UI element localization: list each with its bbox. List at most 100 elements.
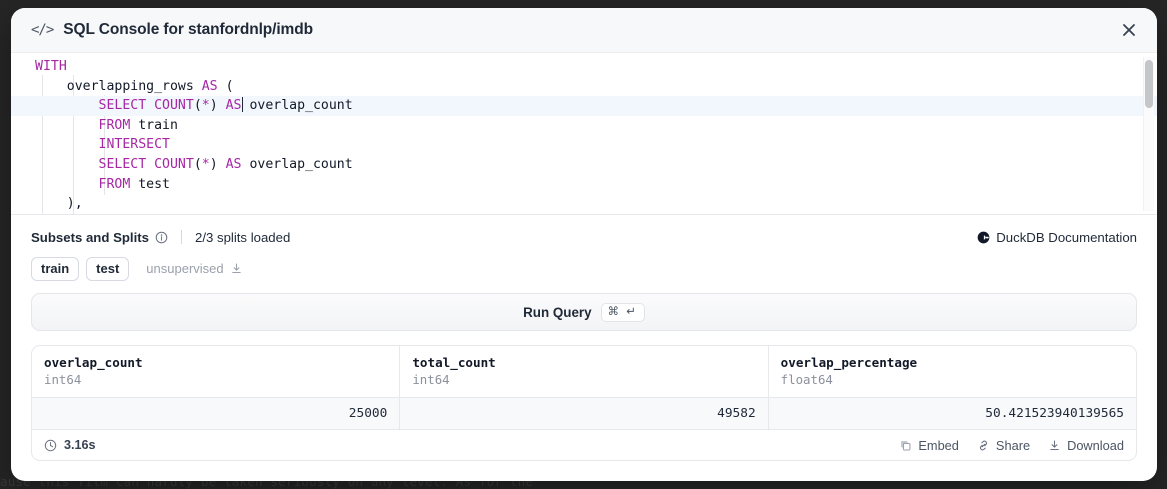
code-line[interactable]: WITH (11, 57, 1157, 77)
footer-action-label: Embed (918, 437, 959, 453)
code-token: FROM (98, 176, 131, 192)
modal-header: </> SQL Console for stanfordnlp/imdb (11, 8, 1157, 53)
code-line[interactable]: FROM train (11, 116, 1157, 136)
indent-guide (42, 75, 43, 214)
code-token: overlap_count (241, 156, 353, 172)
footer-action-download[interactable]: Download (1048, 438, 1124, 453)
sql-code[interactable]: WITH overlapping_rows AS ( SELECT COUNT(… (11, 53, 1157, 214)
run-query-label: Run Query (523, 304, 592, 320)
table-cell: 49582 (400, 398, 769, 429)
column-header[interactable]: total_count int64 (400, 346, 769, 397)
link-icon (977, 439, 990, 452)
code-token: ) (209, 156, 226, 172)
sql-editor[interactable]: WITH overlapping_rows AS ( SELECT COUNT(… (11, 53, 1157, 215)
code-token: overlap_count (241, 98, 353, 114)
split-pill-label: test (96, 261, 120, 276)
duckdb-documentation-label: DuckDB Documentation (996, 229, 1137, 245)
code-token: SELECT COUNT (98, 156, 194, 172)
code-token: * (201, 98, 210, 114)
splits-title: Subsets and Splits (31, 229, 149, 245)
duckdb-documentation-link[interactable]: DuckDB Documentation (977, 230, 1137, 245)
divider (180, 230, 182, 244)
query-duration: 3.16s (44, 438, 96, 452)
code-token: ( (217, 78, 234, 94)
sql-console-modal: </> SQL Console for stanfordnlp/imdb WIT… (11, 8, 1157, 481)
code-line[interactable]: SELECT COUNT(*) AS overlap_count (11, 155, 1157, 175)
text-cursor (241, 97, 243, 113)
code-token (35, 118, 99, 133)
page-title: SQL Console for stanfordnlp/imdb (63, 21, 313, 38)
code-line[interactable]: ), (11, 194, 1157, 214)
indent-guide (73, 75, 74, 214)
code-line[interactable]: overlapping_rows AS ( (11, 77, 1157, 97)
split-pill-unsupervised[interactable]: unsupervised (136, 257, 252, 281)
footer-action-label: Share (995, 437, 1031, 453)
column-type: float64 (780, 372, 833, 387)
close-icon[interactable] (1115, 16, 1143, 44)
column-name: overlap_count (44, 355, 143, 370)
results-footer: 3.16s Embed Share Download (31, 429, 1137, 461)
column-header[interactable]: overlap_percentage float64 (769, 346, 1136, 397)
table-cell: 50.421523940139565 (985, 406, 1124, 421)
clock-icon (44, 439, 57, 452)
code-token: FROM (98, 117, 131, 133)
code-token: SELECT COUNT (98, 98, 194, 114)
footer-actions: Embed Share Download (899, 438, 1124, 453)
editor-scrollbar-thumb[interactable] (1145, 60, 1153, 108)
code-token (35, 177, 99, 192)
code-line[interactable]: SELECT COUNT(*) AS overlap_count (11, 96, 1157, 116)
code-token: overlapping_rows (35, 78, 202, 94)
splits-header-row: Subsets and Splits 2/3 splits loaded (31, 226, 1137, 248)
table-cell: 25000 (32, 398, 401, 429)
code-token (35, 98, 99, 113)
code-token: * (201, 156, 210, 172)
code-token: ( (193, 156, 202, 172)
column-type: int64 (44, 372, 82, 387)
code-token (35, 157, 99, 172)
info-icon[interactable] (155, 231, 168, 244)
column-name: overlap_percentage (780, 355, 918, 370)
splits-loaded-status: 2/3 splits loaded (194, 229, 291, 245)
download-icon (230, 262, 243, 275)
download-icon (1048, 439, 1061, 452)
code-token: ), (35, 196, 83, 212)
run-query-shortcut: ⌘ ↵ (600, 302, 645, 322)
column-name: total_count (412, 355, 496, 370)
split-pill-train[interactable]: train (31, 257, 80, 281)
run-query-button[interactable]: Run Query ⌘ ↵ (31, 293, 1137, 331)
query-duration-label: 3.16s (64, 438, 96, 452)
column-header[interactable]: overlap_count int64 (32, 346, 401, 397)
split-pill-list: train test unsupervised (31, 257, 1137, 281)
code-token: AS (225, 156, 242, 172)
split-pill-label: unsupervised (146, 261, 224, 276)
footer-action-share[interactable]: Share (977, 438, 1030, 453)
code-line[interactable]: FROM test (11, 175, 1157, 195)
code-line[interactable]: INTERSECT (11, 135, 1157, 155)
code-token: test (130, 176, 170, 192)
code-token: AS (201, 78, 218, 94)
code-token: ) (209, 98, 226, 114)
footer-action-embed[interactable]: Embed (899, 438, 959, 453)
run-query-section: Run Query ⌘ ↵ (11, 281, 1157, 331)
code-token: INTERSECT (98, 137, 170, 153)
editor-scrollbar-track[interactable] (1143, 57, 1154, 211)
footer-action-label: Download (1067, 437, 1124, 453)
embed-icon (899, 439, 912, 452)
code-token: AS (225, 98, 242, 114)
code-token (35, 137, 99, 152)
subsets-and-splits-section: Subsets and Splits 2/3 splits loaded (11, 215, 1157, 281)
column-type: int64 (412, 372, 450, 387)
code-token: train (130, 117, 178, 133)
split-pill-test[interactable]: test (86, 257, 130, 281)
code-icon: </> (31, 22, 54, 38)
indent-guide (104, 95, 105, 195)
code-token: WITH (35, 59, 67, 74)
split-pill-label: train (41, 261, 70, 276)
code-token: ( (193, 98, 202, 114)
